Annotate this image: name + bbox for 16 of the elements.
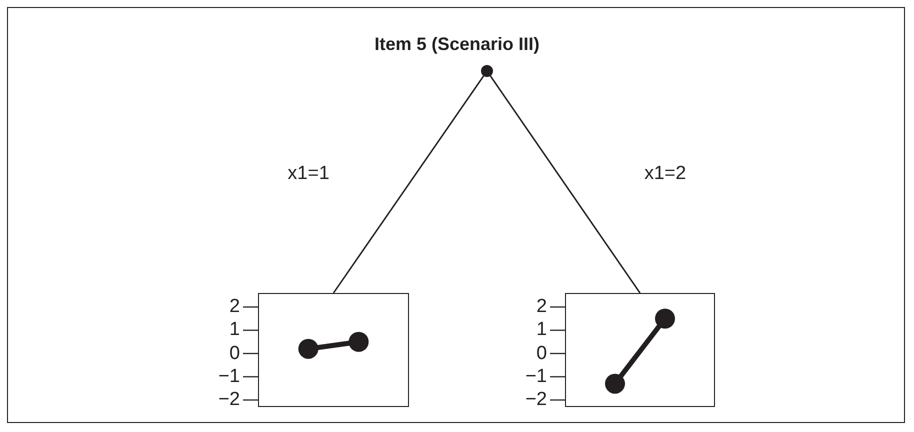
tick-label: 1 bbox=[535, 320, 547, 340]
tick-label: 2 bbox=[228, 297, 240, 316]
tick-label: 1 bbox=[228, 320, 240, 340]
diagram-title: Item 5 (Scenario III) bbox=[373, 34, 541, 55]
branch-line bbox=[490, 76, 641, 294]
tick-label: 0 bbox=[535, 344, 547, 362]
branch-line bbox=[332, 76, 484, 294]
tick-label: −1 bbox=[217, 366, 240, 386]
tick-label: −2 bbox=[524, 390, 547, 409]
tick-label: −1 bbox=[524, 366, 547, 386]
tick-label: 2 bbox=[535, 297, 547, 316]
tick-label: −2 bbox=[217, 390, 240, 409]
tick-label: 0 bbox=[228, 344, 240, 362]
chart-panel bbox=[565, 293, 715, 407]
chart-panel bbox=[258, 293, 409, 407]
root-dot bbox=[481, 65, 493, 77]
